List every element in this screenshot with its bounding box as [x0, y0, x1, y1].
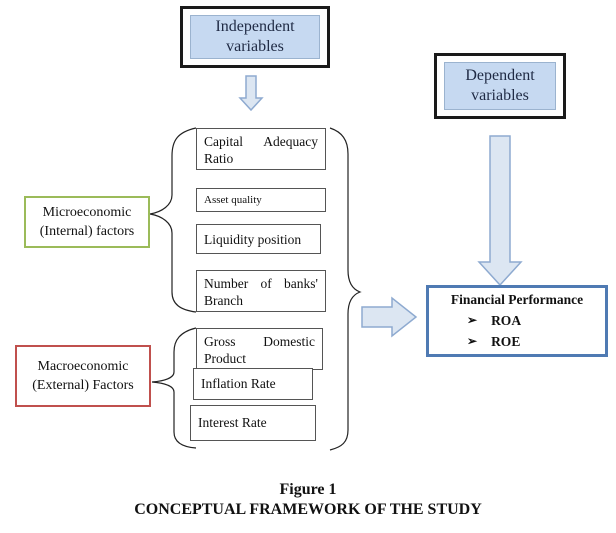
macro-bracket — [151, 327, 197, 449]
factor-interest-rate: Interest Rate — [190, 405, 316, 441]
right-brace-icon — [329, 127, 362, 451]
factor-capital-adequacy-ratio: Capital Adequacy Ratio — [196, 128, 326, 170]
independent-variables-box: Independent variables — [180, 6, 330, 68]
microeconomic-factors-label: Microeconomic (Internal) factors — [24, 196, 150, 248]
financial-performance-box: Financial Performance ➢ ROA ➢ ROE — [426, 285, 608, 357]
dependent-variables-label: Dependent variables — [444, 62, 556, 110]
right-arrow-icon — [361, 296, 418, 338]
independent-variables-label: Independent variables — [190, 15, 320, 59]
figure-title: CONCEPTUAL FRAMEWORK OF THE STUDY — [134, 501, 482, 518]
factor-asset-quality: Asset quality — [196, 188, 326, 212]
factor-inflation-rate: Inflation Rate — [193, 368, 313, 400]
measure-roa: ROA — [491, 313, 522, 328]
arrow-bullet-icon: ➢ — [467, 334, 478, 348]
down-arrow-icon — [238, 75, 264, 112]
micro-bracket — [149, 127, 197, 313]
macroeconomic-factors-label: Macroeconomic (External) Factors — [15, 345, 151, 407]
factor-gross-domestic-product: Gross Domestic Product — [196, 328, 323, 370]
performance-measures-list: ➢ ROA ➢ ROE — [429, 310, 605, 352]
dependent-variables-box: Dependent variables — [434, 53, 566, 119]
factor-liquidity-position: Liquidity position — [196, 224, 321, 254]
financial-performance-title: Financial Performance — [450, 292, 584, 307]
figure-number: Figure 1 — [279, 481, 337, 498]
factor-number-of-branches: Number of banks' Branch — [196, 270, 326, 312]
arrow-bullet-icon: ➢ — [467, 313, 478, 327]
list-item: ➢ ROE — [467, 331, 605, 352]
down-arrow-icon — [477, 135, 523, 287]
measure-roe: ROE — [491, 334, 521, 349]
list-item: ➢ ROA — [467, 310, 605, 331]
